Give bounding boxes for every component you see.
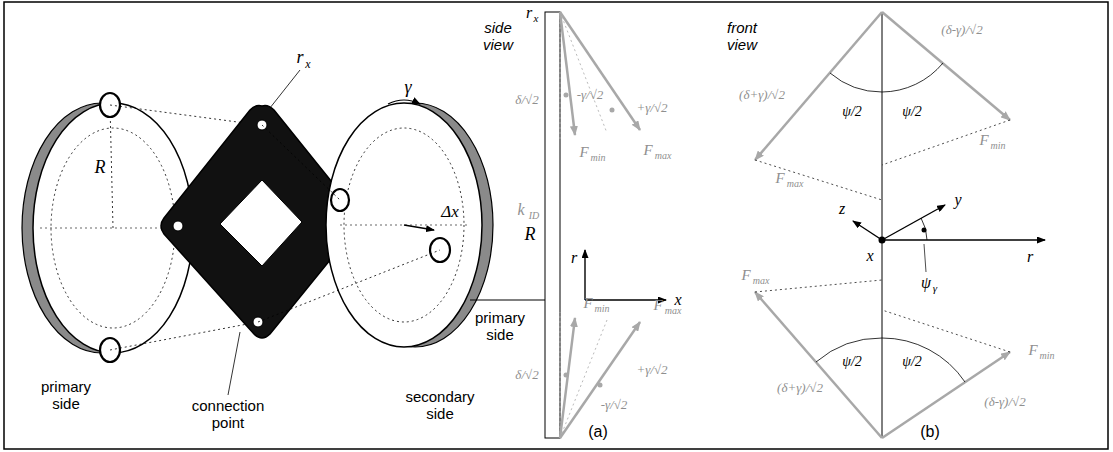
- math-label: ψ: [921, 274, 931, 292]
- text-label: (a): [588, 423, 608, 441]
- math-label: x: [305, 58, 310, 71]
- math-label: r: [526, 4, 532, 22]
- math-label: ψ/2: [902, 354, 922, 369]
- math-label: max: [665, 305, 682, 316]
- math-label: R: [95, 158, 106, 178]
- math-label: F: [653, 297, 662, 314]
- math-label: Δx: [441, 203, 459, 222]
- text-label: front view: [717, 19, 767, 54]
- math-label: F: [1028, 342, 1037, 359]
- math-label: min: [591, 152, 606, 163]
- math-label: -γ/√2: [601, 398, 628, 412]
- math-label: max: [787, 178, 804, 189]
- math-label: max: [655, 150, 672, 161]
- math-label: δ/√2: [515, 93, 538, 107]
- math-label: F: [643, 142, 652, 159]
- math-label: max: [753, 275, 770, 286]
- math-label: +γ/√2: [636, 363, 667, 377]
- math-label: min: [1040, 350, 1055, 361]
- text-label: side view: [476, 19, 521, 54]
- math-label: δ/√2: [515, 368, 538, 382]
- math-label: (δ+γ)/√2: [739, 88, 785, 102]
- math-label: (δ+γ)/√2: [777, 381, 823, 395]
- math-label: ψ/2: [902, 104, 922, 119]
- math-label: γ: [933, 282, 937, 294]
- math-label: r: [1027, 248, 1033, 266]
- math-label: +γ/√2: [636, 101, 667, 115]
- math-label: min: [595, 303, 610, 314]
- text-label: (b): [920, 423, 940, 441]
- text-label: connection point: [183, 397, 273, 432]
- math-label: min: [991, 140, 1006, 151]
- text-label: primary side: [35, 378, 97, 413]
- math-label: F: [979, 132, 988, 149]
- math-label: -γ/√2: [577, 88, 604, 102]
- math-label: x: [534, 12, 539, 24]
- text-label: primary side: [469, 309, 531, 344]
- math-label: R: [525, 225, 536, 245]
- math-label: k: [517, 201, 524, 219]
- math-label: (δ-γ)/√2: [984, 395, 1025, 409]
- math-label: F: [583, 295, 592, 312]
- math-label: ψ/2: [842, 354, 862, 369]
- math-label: r: [296, 48, 303, 68]
- math-label: x: [866, 247, 873, 265]
- math-label: z: [839, 200, 845, 218]
- math-label: F: [741, 267, 750, 284]
- math-label: y: [954, 191, 961, 209]
- math-label: ID: [529, 210, 540, 221]
- math-label: γ: [404, 78, 411, 98]
- math-label: r: [571, 249, 577, 267]
- text-label: secondary side: [400, 388, 480, 423]
- math-label: F: [579, 144, 588, 161]
- math-label: (δ-γ)/√2: [941, 23, 982, 37]
- math-label: ψ/2: [842, 104, 862, 119]
- math-label: F: [775, 170, 784, 187]
